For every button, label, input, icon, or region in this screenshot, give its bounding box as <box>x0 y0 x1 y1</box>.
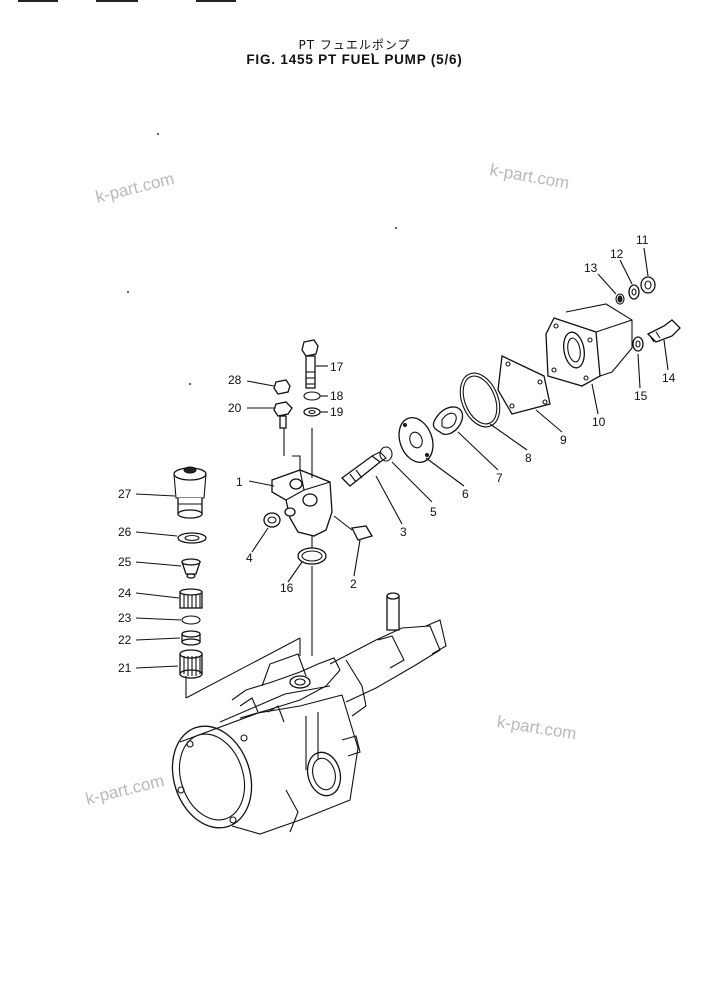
part-10-cover <box>545 303 633 387</box>
part-4-nut <box>263 512 281 528</box>
assembly-lines <box>185 428 313 699</box>
callout-26: 26 <box>118 525 132 539</box>
callout-3: 3 <box>400 525 407 539</box>
part-14-connector <box>646 319 681 343</box>
callout-16: 16 <box>280 581 294 595</box>
part-24-spring <box>179 588 203 609</box>
callout-12: 12 <box>610 247 624 261</box>
callout-14: 14 <box>662 371 676 385</box>
callout-18: 18 <box>330 389 344 403</box>
part-11-nut <box>640 276 656 294</box>
part-9-gasket <box>497 355 551 415</box>
title-japanese: PT フュエルポンプ <box>298 38 411 52</box>
callout-15: 15 <box>634 389 648 403</box>
part-3-shaft <box>341 451 387 487</box>
callout-leaders <box>135 247 669 669</box>
callout-2: 2 <box>350 577 357 591</box>
callout-7: 7 <box>496 471 503 485</box>
callout-5: 5 <box>430 505 437 519</box>
callout-1: 1 <box>236 475 243 489</box>
part-15-washer <box>632 336 644 352</box>
callout-22: 22 <box>118 633 132 647</box>
part-19-washer <box>303 407 321 417</box>
part-28-nut <box>273 379 291 395</box>
part-25-plunger <box>181 558 201 579</box>
part-1-housing <box>271 455 333 537</box>
part-18-washer <box>303 391 321 401</box>
callout-4: 4 <box>246 551 253 565</box>
callout-25: 25 <box>118 555 132 569</box>
callout-17: 17 <box>330 360 344 374</box>
callout-21: 21 <box>118 661 132 675</box>
callout-8: 8 <box>525 451 532 465</box>
callout-28: 28 <box>228 373 242 387</box>
part-13-ring <box>615 293 625 305</box>
part-22-seat <box>181 630 201 646</box>
part-8-o-ring-large <box>459 372 501 428</box>
figure-title: FIG. 1455 PT FUEL PUMP (5/6) <box>246 52 463 67</box>
callout-27: 27 <box>118 487 132 501</box>
callout-24: 24 <box>118 586 132 600</box>
callout-13: 13 <box>584 261 598 275</box>
callout-19: 19 <box>330 405 344 419</box>
part-23-o-ring <box>181 615 201 625</box>
scan-specks <box>127 53 397 385</box>
part-2-screw <box>333 515 373 541</box>
callout-6: 6 <box>462 487 469 501</box>
callout-10: 10 <box>592 415 606 429</box>
callout-9: 9 <box>560 433 567 447</box>
part-17-bolt <box>301 339 319 389</box>
callout-23: 23 <box>118 611 132 625</box>
part-12-washer <box>628 284 640 300</box>
part-27-plug <box>173 466 207 519</box>
part-6-plate <box>398 417 434 463</box>
part-7-seal <box>432 406 464 435</box>
part-5-o-ring <box>379 446 393 462</box>
pump-body <box>171 592 447 835</box>
callout-20: 20 <box>228 401 242 415</box>
part-26-washer <box>177 532 207 544</box>
part-20-bolt <box>273 401 293 429</box>
part-16-ring <box>297 547 327 565</box>
callout-11: 11 <box>636 233 649 247</box>
callout-numbers: 1 2 3 4 5 6 7 8 9 10 11 12 13 14 15 16 1… <box>118 233 676 675</box>
part-21-screen <box>179 649 203 679</box>
